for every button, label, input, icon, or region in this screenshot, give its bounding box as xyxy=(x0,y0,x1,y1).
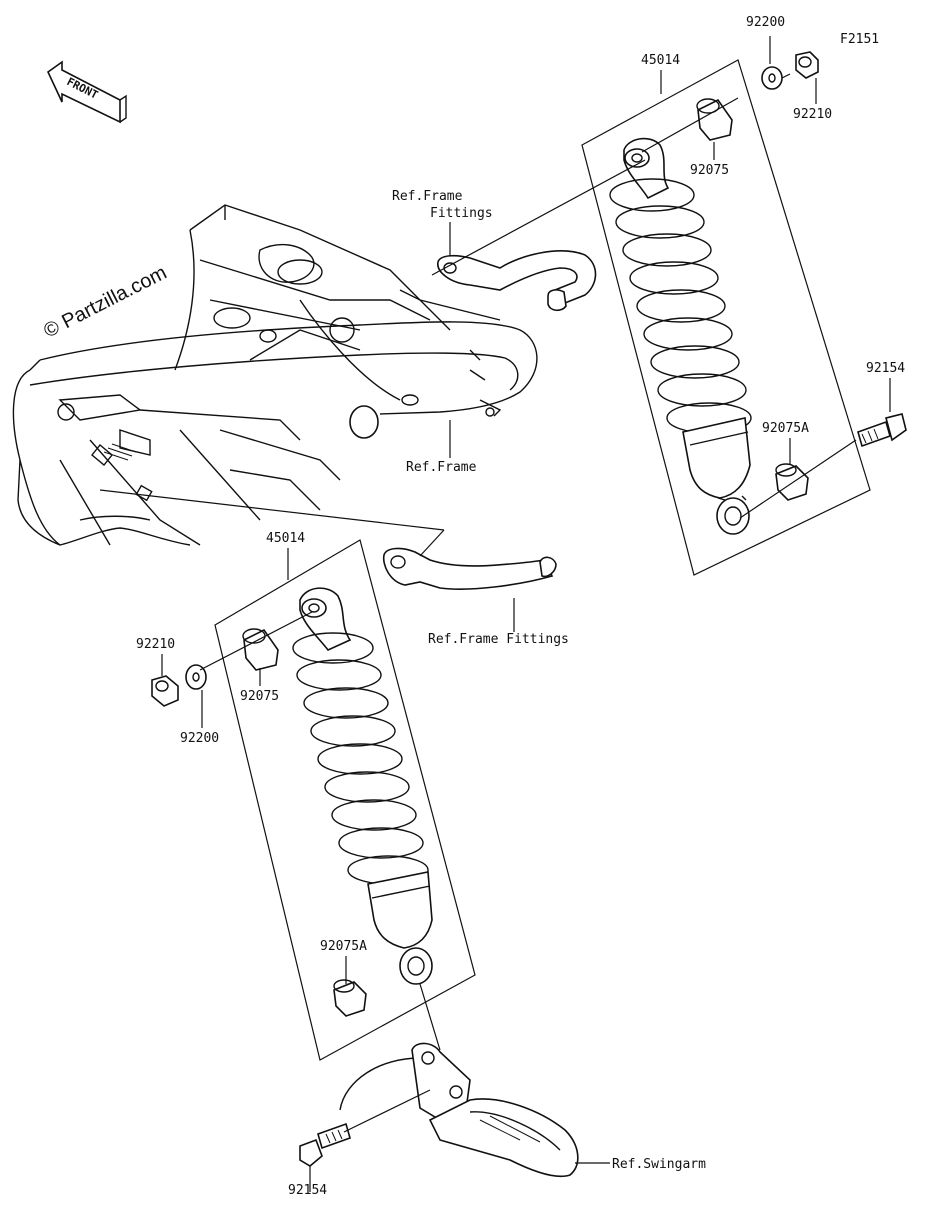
label-collar-upper-top: 92075 xyxy=(690,163,729,178)
label-washer-upper: 92200 xyxy=(746,15,785,30)
label-ref-frame-fittings-top-1: Ref.Frame xyxy=(392,189,463,204)
label-ref-frame-fittings-lower: Ref.Frame Fittings xyxy=(428,632,569,647)
shock-absorber-lower xyxy=(292,587,433,985)
frame-fitting-lower xyxy=(382,547,557,590)
bolt-upper xyxy=(857,413,907,448)
frame-assembly xyxy=(12,204,538,546)
diagram-code: F2151 xyxy=(840,32,879,47)
label-ref-swingarm: Ref.Swingarm xyxy=(612,1157,706,1172)
label-bolt-upper: 92154 xyxy=(866,361,905,376)
frame-fitting-upper xyxy=(437,250,597,312)
washer-lower xyxy=(185,664,207,690)
label-nut-upper: 92210 xyxy=(793,107,832,122)
label-bolt-lower: 92154 xyxy=(288,1183,327,1198)
bolt-lower xyxy=(299,1122,351,1167)
label-collar-lower-top: 92075 xyxy=(240,689,279,704)
front-arrow-icon: FRONT xyxy=(46,60,127,124)
collar-lower-top xyxy=(242,628,279,671)
label-shock-lower: 45014 xyxy=(266,531,305,546)
shock-absorber-upper xyxy=(609,137,752,535)
collar-lower-bottom xyxy=(333,979,367,1017)
label-ref-frame-fittings-top-2: Fittings xyxy=(430,206,493,221)
label-shock-upper: 45014 xyxy=(641,53,680,68)
label-collar-lower-bottom: 92075A xyxy=(320,939,367,954)
nut-lower xyxy=(151,675,179,707)
collar-upper-bottom xyxy=(775,463,809,501)
watermark: © Partzilla.com xyxy=(40,262,170,343)
nut-upper xyxy=(795,51,819,79)
swingarm xyxy=(339,1042,579,1178)
label-ref-frame: Ref.Frame xyxy=(406,460,477,475)
washer-upper xyxy=(761,66,783,90)
label-washer-lower: 92200 xyxy=(180,731,219,746)
label-nut-lower: 92210 xyxy=(136,637,175,652)
label-collar-upper-bottom: 92075A xyxy=(762,421,809,436)
collar-upper-top xyxy=(696,98,733,141)
leader-lines xyxy=(99,36,891,1192)
lower-shock-group-frame xyxy=(214,539,476,1061)
upper-shock-group-frame xyxy=(581,59,871,576)
